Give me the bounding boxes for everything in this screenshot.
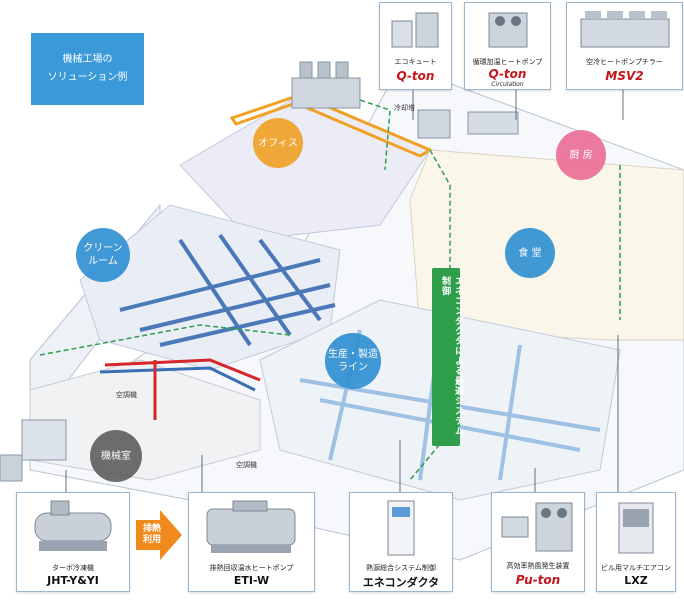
- heat-transfer-arrow: [136, 510, 182, 560]
- water-pipes: [99, 358, 261, 420]
- cooling-tower-tag: 冷却塔: [394, 104, 415, 112]
- msv2-image: [580, 11, 670, 48]
- product-card-lxz: ビル用マルチエアコン LXZ: [596, 492, 676, 592]
- product-card-conductor: 熱源総合システム制御 エネコンダクタ: [349, 492, 453, 592]
- heat-transfer-label: 排熱 利用: [142, 524, 161, 545]
- hot-air-generator-image: [501, 502, 573, 552]
- product-card-eti: 排熱回収温水ヒートポンプ ETI-W: [188, 492, 315, 592]
- conductor-band: エネコンダクタによる最適システム制御: [432, 268, 463, 446]
- cafeteria-bubble: 食 堂: [505, 228, 555, 278]
- ecocute-image: [391, 12, 439, 48]
- kitchen-bubble: 厨 房: [556, 130, 606, 180]
- multi-aircon-image: [618, 502, 654, 554]
- turbo-chiller-image: [34, 500, 112, 551]
- cooling-tower-units: [291, 61, 519, 139]
- production-bubble: 生産・製造 ライン: [325, 333, 381, 389]
- product-card-ecocute: エコキュート Q-ton: [379, 2, 452, 90]
- ac-unit-tag-1: 空調機: [116, 391, 137, 399]
- ac-unit-tag-2: 空調機: [236, 461, 257, 469]
- clean-room-bubble: クリーン ルーム: [76, 228, 130, 282]
- conductor-label: エネコンダクタによる最適システム制御: [440, 276, 463, 436]
- machine-room-bubble: 機械室: [90, 430, 142, 482]
- callout-lines: [65, 88, 624, 492]
- circulation-image: [488, 12, 528, 48]
- product-card-jht: ターボ冷凍機 JHT-Y&YI: [16, 492, 130, 592]
- office-bubble: オフィス: [253, 118, 303, 168]
- heat-pump-image: [206, 500, 296, 553]
- control-panel-image: [387, 500, 415, 556]
- diagram-title: 機械工場の ソリューション例: [31, 33, 144, 105]
- clean-room-ducts: [119, 233, 336, 347]
- product-card-puton: 高効率熱風発生装置 Pu-ton: [491, 492, 585, 592]
- truck-image: [0, 419, 67, 482]
- product-card-msv2: 空冷ヒートポンプチラー MSV2: [566, 2, 683, 90]
- product-card-circulation: 循環加温ヒートポンプ Q-ton Circulation: [464, 2, 551, 90]
